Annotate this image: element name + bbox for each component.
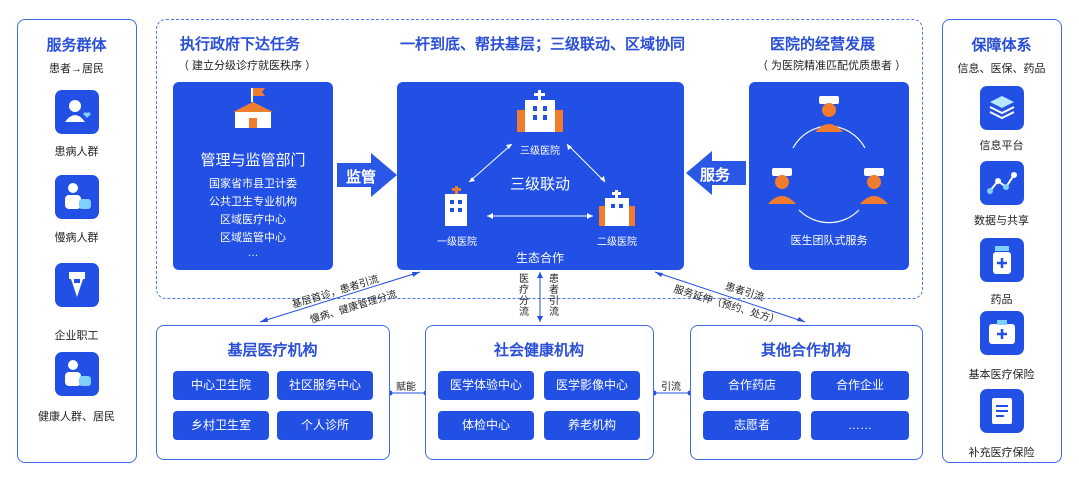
grassroots-panel: 基层医疗机构 中心卫生院 社区服务中心 乡村卫生室 个人诊所 bbox=[156, 325, 390, 460]
link-label-empower: 赋能 bbox=[396, 382, 416, 393]
center-box: 三级医院 三级联动 一级医院 二级医院 生态合作 bbox=[397, 82, 684, 270]
supervise-label: 监管 bbox=[346, 169, 377, 186]
info-platform-label: 信息平台 bbox=[979, 140, 1024, 152]
other-item-1: 合作药店 bbox=[703, 371, 801, 400]
social-health-title: 社会健康机构 bbox=[493, 342, 584, 359]
secondary-hospital-label: 二级医院 bbox=[597, 237, 637, 248]
gov-line-2: 公共卫生专业机构 bbox=[209, 196, 297, 208]
gov-task-subtitle: （ 建立分级诊疗就医秩序 ） bbox=[178, 60, 317, 72]
other-item-3: 志愿者 bbox=[703, 411, 801, 440]
employee-tie-icon bbox=[55, 263, 99, 307]
healthy-resident-label: 健康人群、居民 bbox=[38, 411, 115, 423]
primary-hospital-label: 一级医院 bbox=[437, 237, 477, 248]
grassroots-item-2: 社区服务中心 bbox=[277, 371, 373, 400]
basic-insurance-label: 基本医疗保险 bbox=[968, 369, 1035, 381]
service-group-subtitle: 患者→居民 bbox=[49, 63, 104, 75]
gov-line-4: 区域监管中心 bbox=[220, 232, 286, 244]
supplementary-insurance-label: 补充医疗保险 bbox=[968, 447, 1035, 459]
three-level-linkage-label: 三级联动 bbox=[509, 176, 570, 193]
tertiary-hospital-label: 三级医院 bbox=[520, 146, 560, 157]
chronic-patient-label: 慢病人群 bbox=[54, 232, 99, 244]
hospital-network-graphic bbox=[445, 90, 635, 226]
grassroots-item-3: 乡村卫生室 bbox=[173, 411, 269, 440]
social-item-4: 养老机构 bbox=[544, 411, 640, 440]
service-group-panel: 服务群体 患者→居民 患病人群 慢病人群 企业职工 健康人群、居民 bbox=[17, 19, 137, 463]
sick-person-icon bbox=[55, 90, 99, 134]
service-arrow bbox=[686, 151, 746, 195]
gov-box-title: 管理与监管部门 bbox=[200, 152, 306, 169]
doctor-team-box: 医生团队式服务 bbox=[749, 82, 909, 270]
flow-label-mid-2: 患者引流 bbox=[549, 274, 559, 318]
eco-cooperation-label: 生态合作 bbox=[515, 251, 564, 265]
social-item-3: 体检中心 bbox=[438, 411, 534, 440]
other-partners-panel: 其他合作机构 合作药店 合作企业 志愿者 …… bbox=[690, 325, 923, 460]
service-label: 服务 bbox=[700, 167, 731, 184]
center-slogan: 一杆到底、帮扶基层；三级联动、区域协同 bbox=[399, 36, 685, 53]
medical-kit-icon bbox=[980, 311, 1024, 355]
supervise-arrow bbox=[337, 153, 397, 197]
guarantee-title: 保障体系 bbox=[971, 37, 1032, 54]
other-item-4: …… bbox=[811, 411, 909, 440]
gov-line-3: 区域医疗中心 bbox=[220, 214, 286, 226]
guarantee-system-panel: 保障体系 信息、医保、药品 信息平台 数据与共享 药品 基本医疗保险 补充医疗保… bbox=[942, 19, 1062, 463]
gov-box: 管理与监管部门 国家省市县卫计委 公共卫生专业机构 区域医疗中心 区域监管中心 … bbox=[173, 82, 333, 270]
grassroots-item-4: 个人诊所 bbox=[277, 411, 373, 440]
medicine-label: 药品 bbox=[990, 294, 1013, 306]
guarantee-subtitle: 信息、医保、药品 bbox=[957, 63, 1046, 75]
link-label-divert: 引流 bbox=[661, 382, 681, 393]
layers-icon bbox=[980, 86, 1024, 130]
government-building-icon bbox=[233, 88, 273, 128]
service-group-title: 服务群体 bbox=[46, 37, 107, 54]
sick-person-label: 患病人群 bbox=[54, 146, 99, 158]
social-item-2: 医学影像中心 bbox=[544, 371, 640, 400]
grassroots-item-1: 中心卫生院 bbox=[173, 371, 269, 400]
chronic-patient-icon bbox=[55, 175, 99, 219]
hospital-dev-title: 医院的经营发展 bbox=[770, 36, 876, 53]
employee-label: 企业职工 bbox=[54, 330, 99, 342]
doctor-team-graphic bbox=[768, 96, 888, 224]
social-health-panel: 社会健康机构 医学体验中心 医学影像中心 体检中心 养老机构 bbox=[425, 325, 654, 460]
data-sharing-label: 数据与共享 bbox=[974, 215, 1029, 227]
hospital-dev-subtitle: （ 为医院精准匹配优质患者 ） bbox=[757, 60, 907, 72]
gov-task-title: 执行政府下达任务 bbox=[180, 36, 301, 53]
medicine-bottle-icon bbox=[980, 238, 1024, 282]
document-icon bbox=[980, 389, 1024, 433]
data-chart-icon bbox=[980, 161, 1024, 205]
flow-label-mid-1: 医疗分流 bbox=[519, 274, 529, 318]
gov-line-5: … bbox=[247, 247, 259, 259]
social-item-1: 医学体验中心 bbox=[438, 371, 534, 400]
healthy-resident-icon bbox=[55, 352, 99, 396]
doctor-team-label: 医生团队式服务 bbox=[790, 235, 868, 247]
other-partners-title: 其他合作机构 bbox=[760, 342, 851, 359]
other-item-2: 合作企业 bbox=[811, 371, 909, 400]
gov-line-1: 国家省市县卫计委 bbox=[209, 178, 297, 190]
grassroots-title: 基层医疗机构 bbox=[227, 342, 318, 359]
